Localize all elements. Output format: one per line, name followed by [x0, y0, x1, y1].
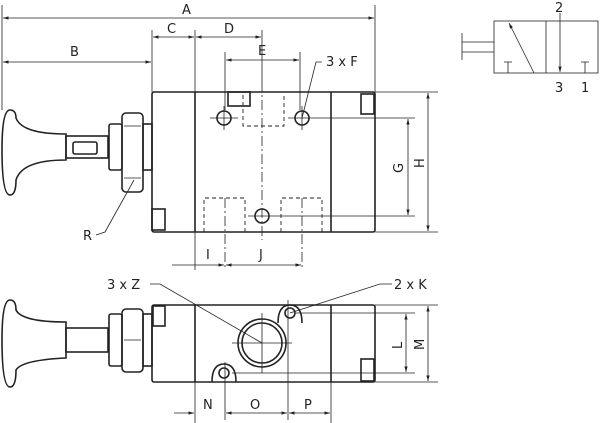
bottom-view — [1, 283, 438, 423]
dim-H: H — [413, 158, 428, 168]
dim-K: 2 x K — [394, 278, 427, 293]
dim-P: P — [304, 398, 312, 413]
dim-F: 3 x F — [326, 55, 358, 70]
dim-O: O — [250, 398, 260, 413]
dim-L: L — [391, 341, 406, 349]
port-1-label: 1 — [581, 81, 589, 96]
hex-nut — [121, 112, 144, 193]
port-2-label: 2 — [555, 1, 563, 16]
valve-body — [151, 91, 376, 233]
dim-B: B — [70, 45, 79, 60]
dim-E: E — [258, 44, 266, 59]
dim-I: I — [206, 248, 210, 263]
stem — [65, 135, 109, 159]
dim-A: A — [182, 3, 191, 18]
dim-J: J — [258, 248, 263, 263]
dim-Z: 3 x Z — [107, 278, 140, 293]
dim-D: D — [224, 22, 234, 37]
dim-R: R — [83, 229, 92, 244]
dim-M: M — [413, 339, 428, 350]
port-3-label: 3 — [555, 81, 563, 96]
dimension-lines-top — [1, 5, 438, 270]
push-button-knob — [1, 299, 67, 388]
dim-G: G — [392, 163, 407, 173]
dim-C: C — [167, 22, 176, 37]
valve-symbol — [461, 13, 599, 74]
dim-N: N — [203, 398, 213, 413]
top-view — [1, 82, 415, 268]
push-button-knob — [1, 109, 67, 196]
